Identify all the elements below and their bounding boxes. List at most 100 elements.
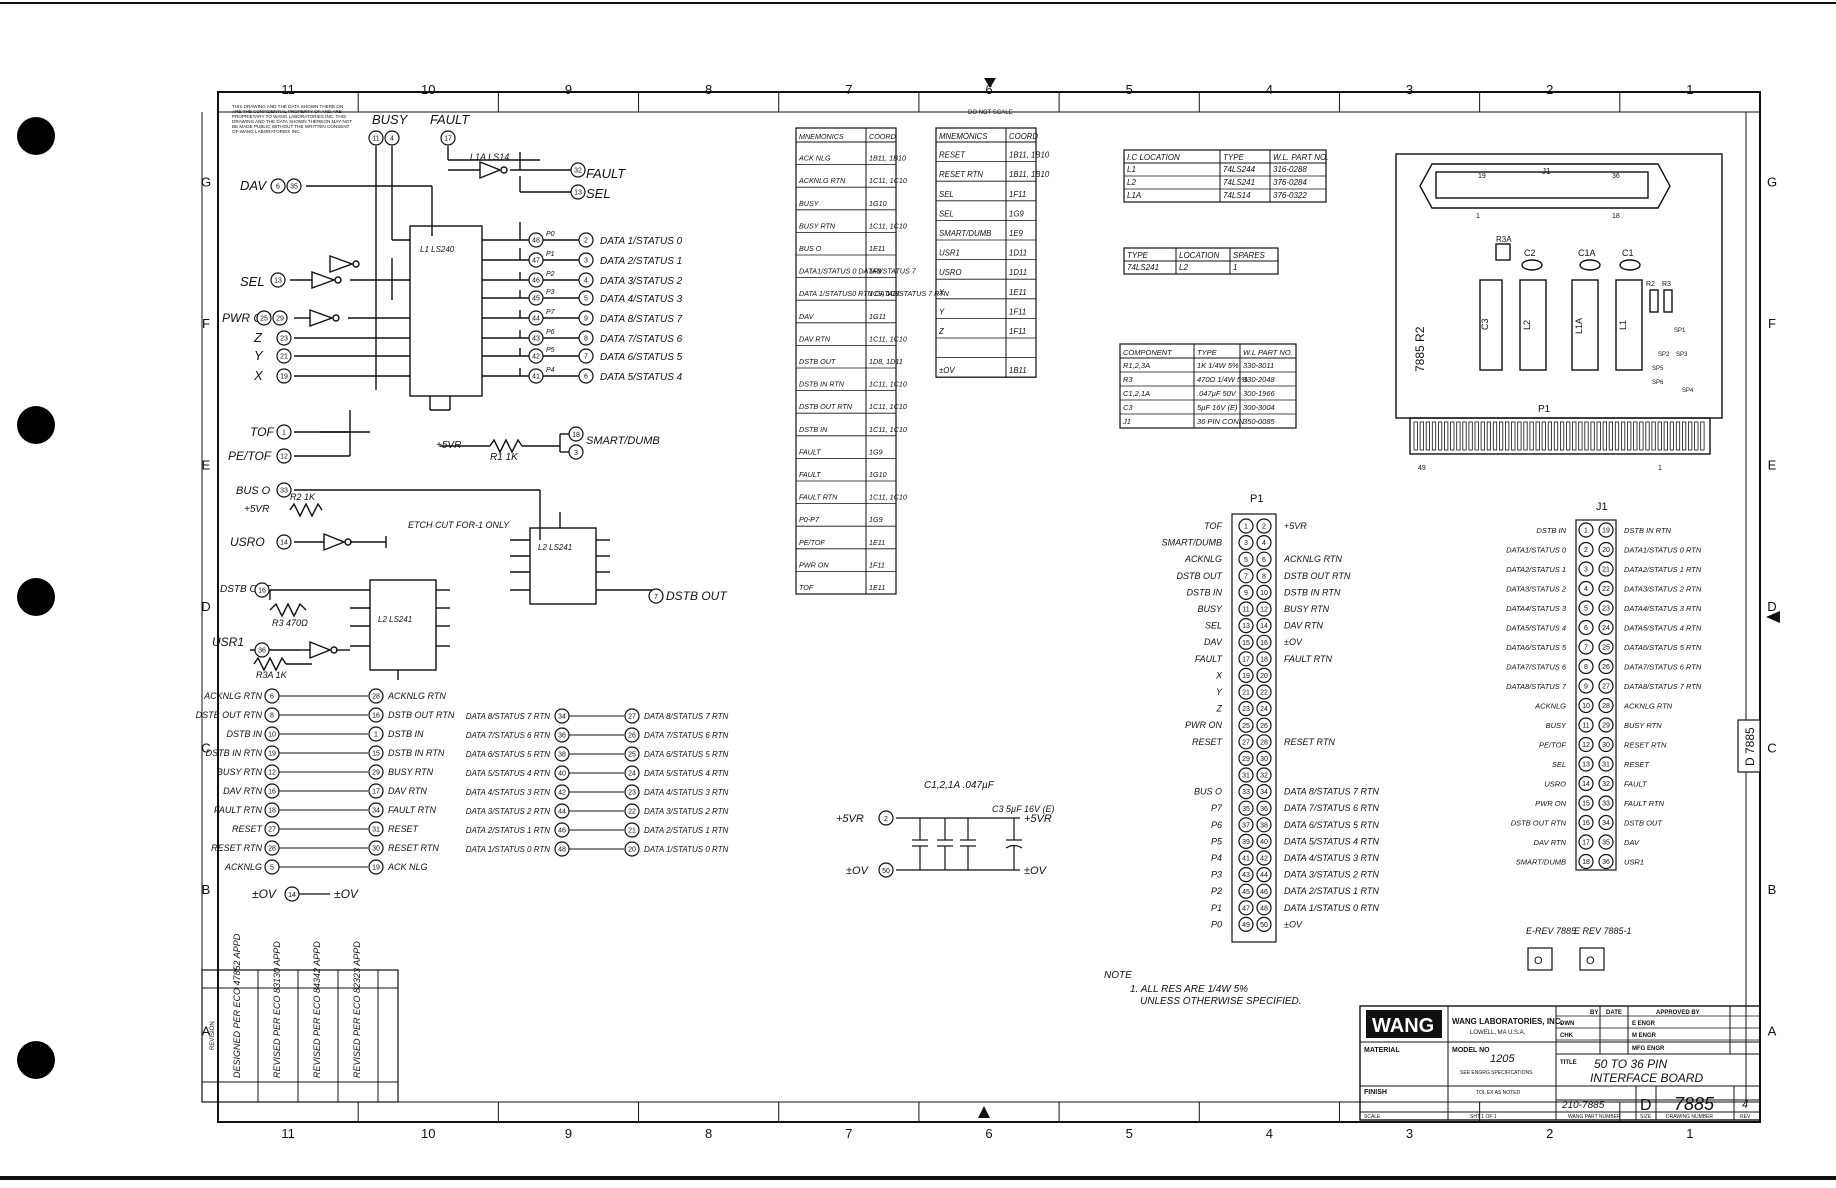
p1-left-label-12: PWR ON (1185, 720, 1222, 730)
binder-hole (17, 578, 55, 616)
revision-entry-1: DESIGNED PER ECO 47852 APPD (232, 933, 242, 1078)
p1-pin-even-12-circle (1256, 717, 1272, 733)
zone-row-left-D: D (201, 599, 210, 614)
rtn-left-b-1: DSTB OUT RTN (388, 710, 455, 720)
p1-pin-odd-8-circle (1238, 651, 1254, 667)
mnem1-cell-16-1: 1G9 (869, 515, 883, 524)
drawing-size: D (1640, 1097, 1652, 1114)
p1-pin-even-13: 28 (1260, 739, 1268, 746)
p1-pin-odd-8: 17 (1242, 656, 1250, 663)
revision-entry-4: REVISED PER ECO 82323 APPD (352, 941, 362, 1078)
p1-pin-even-5: 12 (1260, 607, 1268, 614)
input-pin-3-0: 23 (280, 336, 288, 343)
wang-part-label: WANG PART NUMBER (1568, 1114, 1621, 1120)
rtn-left-a-0: ACKNLG RTN (203, 691, 262, 701)
smart-dumb-pin: 18 (572, 432, 580, 439)
inverter-bubble (330, 646, 338, 654)
component-table-header-1: TYPE (1197, 348, 1218, 357)
finish-label: FINISH (1364, 1089, 1387, 1096)
busy-signal-label: BUSY (372, 112, 409, 127)
zone-col-bottom-9: 9 (565, 1126, 572, 1141)
edge-finger (1474, 421, 1479, 451)
date-label: DATE (1606, 1010, 1622, 1016)
edge-finger (1566, 421, 1571, 451)
edge-finger (1657, 421, 1662, 451)
mnem1-cell-10-0: DSTB IN RTN (799, 380, 845, 389)
company-name: WANG LABORATORIES, INC. (1452, 1017, 1563, 1026)
x-input-label: X (253, 368, 264, 383)
board-pin-1: 1 (1476, 213, 1480, 220)
cap-pin-50: 50 (882, 868, 890, 875)
j1-right-label-0: DSTB IN RTN (1624, 526, 1672, 535)
rtn-left-a-7: RESET (232, 824, 264, 834)
board-labels: J1 19 36 1 18 R3A C2 C1A C1 C3 L2 L1A L1… (1413, 167, 1694, 472)
zone-row-left-G: G (201, 175, 211, 190)
p1-right-label-8: FAULT RTN (1284, 654, 1333, 664)
c1-outline (1619, 259, 1641, 271)
p1-pin-odd-13-circle (1238, 734, 1254, 750)
p1-left-label-24: P0 (1211, 919, 1222, 929)
zone-col-top-5: 5 (1126, 82, 1133, 97)
j1-pin-b-14-circle (1598, 795, 1614, 811)
cap-c3-label: C3 5µF 16V (E) (992, 804, 1055, 814)
p1-pin-odd-22: 45 (1242, 889, 1250, 896)
edge-finger (1535, 421, 1540, 451)
zone-row-left-A: A (202, 1023, 211, 1038)
rtn-mid-a-7: DATA 1/STATUS 0 RTN (466, 845, 551, 854)
board-c1: C1 (1622, 248, 1634, 258)
ls240-pin-label-5: P6 (546, 329, 555, 336)
ls240-out-pin-3: 5 (584, 296, 588, 303)
company-city: LOWELL, MA U.S.A. (1470, 1030, 1526, 1036)
j1-pin-a-16: 17 (1582, 840, 1590, 847)
j1-left-label-1: DATA1/STATUS 0 (1506, 546, 1567, 555)
p1-right-label-21: DATA 3/STATUS 2 RTN (1284, 870, 1379, 880)
j1-right-label-16: DAV (1624, 838, 1640, 847)
rtn-mid-pb-2: 25 (628, 752, 636, 759)
mnem2-cell-8-1: 1F11 (1009, 307, 1026, 316)
mnem1-cell-12-1: 1C11, 1C10 (869, 425, 907, 434)
ls240-tp-1-circle (528, 252, 544, 268)
component-table-cell-4-0: J1 (1122, 417, 1131, 426)
rtn-left-pa-2: 10 (268, 732, 276, 739)
p1-pin-odd-10-circle (1238, 684, 1254, 700)
component-table-cell-4-1: 36 PIN CONN (1197, 417, 1245, 426)
zone-col-bottom-1: 1 (1686, 1126, 1693, 1141)
mnem1-cell-13-1: 1G9 (869, 447, 883, 456)
p1-pin-even-19-circle (1256, 833, 1272, 850)
ls240-tp-3: 45 (532, 296, 540, 303)
j1-pin-a-10: 11 (1582, 723, 1589, 730)
j1-pin-a-13: 14 (1582, 781, 1590, 788)
j1-pin-a-11: 12 (1582, 742, 1590, 749)
sheet-label: SHT 1 OF 1 (1470, 1114, 1497, 1120)
p1-pin-even-2-circle (1256, 551, 1272, 567)
rtn-left-a-2: DSTB IN (226, 729, 262, 739)
p1-right-label-13: RESET RTN (1284, 737, 1335, 747)
j1-right-label-4: DATA4/STATUS 3 RTN (1624, 604, 1702, 613)
revision-entry-3: REVISED PER ECO 84342 APPD (312, 941, 322, 1078)
p1-left-label-16: BUS O (1194, 787, 1222, 797)
j1-right-label-6: DATA6/STATUS 5 RTN (1624, 643, 1702, 652)
mnem2-cell-4-0: SMART/DUMB (939, 229, 991, 238)
p1-pin-even-4: 10 (1260, 590, 1268, 597)
usro-input-label: USRO (230, 535, 265, 549)
cap-5v-right: +5VR (1024, 813, 1052, 825)
p1-pin-odd-19-circle (1238, 833, 1254, 850)
p1-left-label-0: TOF (1204, 521, 1222, 531)
component-table-cell-2-0: C1,2,1A (1123, 389, 1150, 398)
rtn-left-pb-7-circle (368, 821, 384, 837)
ls240-output-label-4: DATA 8/STATUS 7 (600, 314, 683, 325)
edge-finger (1608, 421, 1613, 451)
p1-pin-even-20-circle (1256, 850, 1272, 866)
r2-label: R2 1K (290, 492, 316, 502)
edge-finger (1425, 421, 1430, 451)
input-pin-6-0: 1 (282, 430, 286, 437)
mnem1-cell-8-0: DAV RTN (799, 334, 831, 343)
zone-row-right-F: F (1768, 316, 1776, 331)
zone-col-top-11: 11 (281, 82, 295, 97)
j1-pin-b-12: 31 (1602, 762, 1610, 769)
j1-left-label-0: DSTB IN (1536, 526, 1566, 535)
p1-pin-odd-23-circle (1238, 900, 1254, 916)
ic-table-header-0: I.C LOCATION (1127, 153, 1180, 162)
p1-left-label-8: FAULT (1195, 654, 1224, 664)
